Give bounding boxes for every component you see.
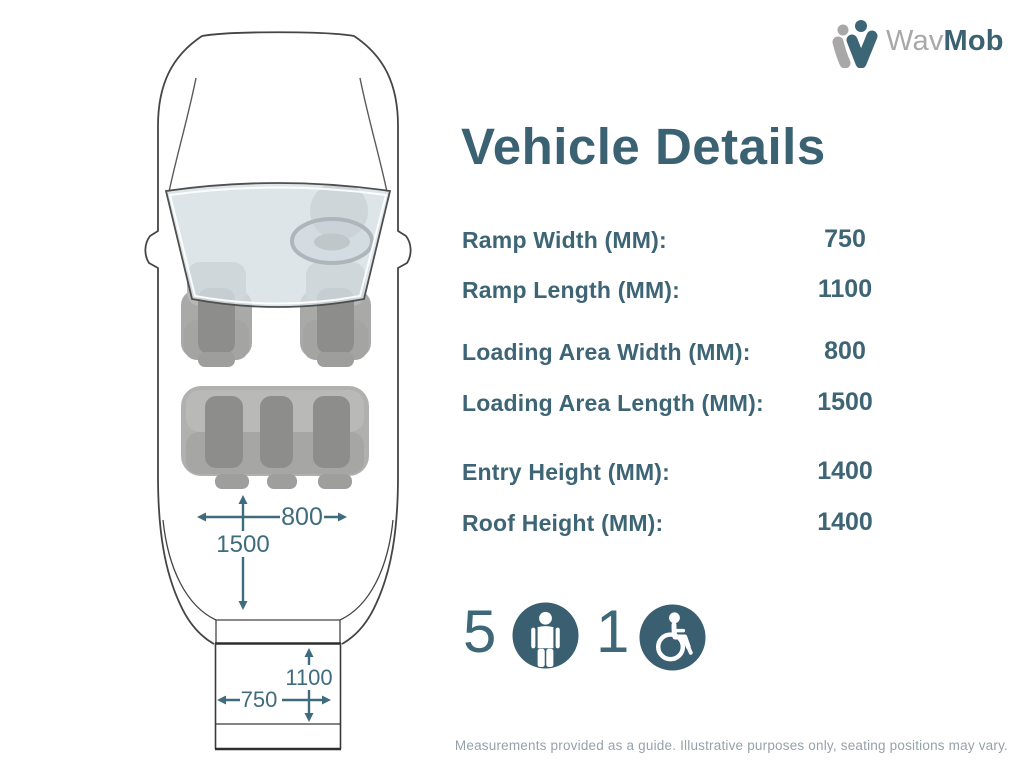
seat-capacity-count: 5 xyxy=(463,598,497,665)
brand-name-teal: Mob xyxy=(943,24,1004,57)
spec-row-entry-height: Entry Height (MM): 1400 xyxy=(462,457,910,489)
page-title: Vehicle Details xyxy=(461,118,826,175)
person-icon xyxy=(512,602,579,669)
brand-name: WavMob xyxy=(886,25,1004,58)
brand-logo: WavMob xyxy=(830,14,1016,68)
spec-label: Loading Area Width (MM): xyxy=(462,339,751,365)
spec-label: Entry Height (MM): xyxy=(462,459,671,485)
windshield xyxy=(164,182,392,308)
spec-value: 800 xyxy=(824,337,866,365)
spec-row-loading-area-width: Loading Area Width (MM): 800 xyxy=(462,337,910,369)
dim-ramp-length: 1100 xyxy=(285,665,333,690)
spec-label: Roof Height (MM): xyxy=(462,510,664,536)
wheelchair-capacity-count: 1 xyxy=(596,598,630,665)
car-diagram xyxy=(144,31,412,751)
brand-name-gray: Wav xyxy=(886,24,944,57)
disclaimer-text: Measurements provided as a guide. Illust… xyxy=(454,738,1008,753)
spec-label: Loading Area Length (MM): xyxy=(462,390,764,416)
car-body-outline xyxy=(144,31,412,645)
spec-row-roof-height: Roof Height (MM): 1400 xyxy=(462,508,910,540)
spec-value: 1400 xyxy=(817,508,873,536)
dim-loading-area-length: 1500 xyxy=(216,531,270,558)
spec-label: Ramp Width (MM): xyxy=(462,227,667,253)
hood-crease-lines xyxy=(168,77,388,193)
spec-row-ramp-length: Ramp Length (MM): 1100 xyxy=(462,275,910,307)
wheelchair-icon xyxy=(639,604,706,671)
spec-value: 1500 xyxy=(817,388,873,416)
rear-bench-seat xyxy=(181,386,369,489)
spec-value: 750 xyxy=(824,225,866,253)
spec-value: 1100 xyxy=(817,275,873,303)
tailgate xyxy=(162,519,394,645)
logo-mark-icon xyxy=(832,20,878,68)
spec-value: 1400 xyxy=(817,457,873,485)
spec-label: Ramp Length (MM): xyxy=(462,277,681,303)
spec-row-ramp-width: Ramp Width (MM): 750 xyxy=(462,225,910,257)
dimension-arrows xyxy=(197,495,347,722)
ramp xyxy=(214,643,342,751)
dim-ramp-width: 750 xyxy=(240,687,278,712)
dashboard-hump xyxy=(310,183,368,240)
spec-row-loading-area-length: Loading Area Length (MM): 1500 xyxy=(462,388,910,420)
dim-loading-area-width: 800 xyxy=(281,503,323,531)
